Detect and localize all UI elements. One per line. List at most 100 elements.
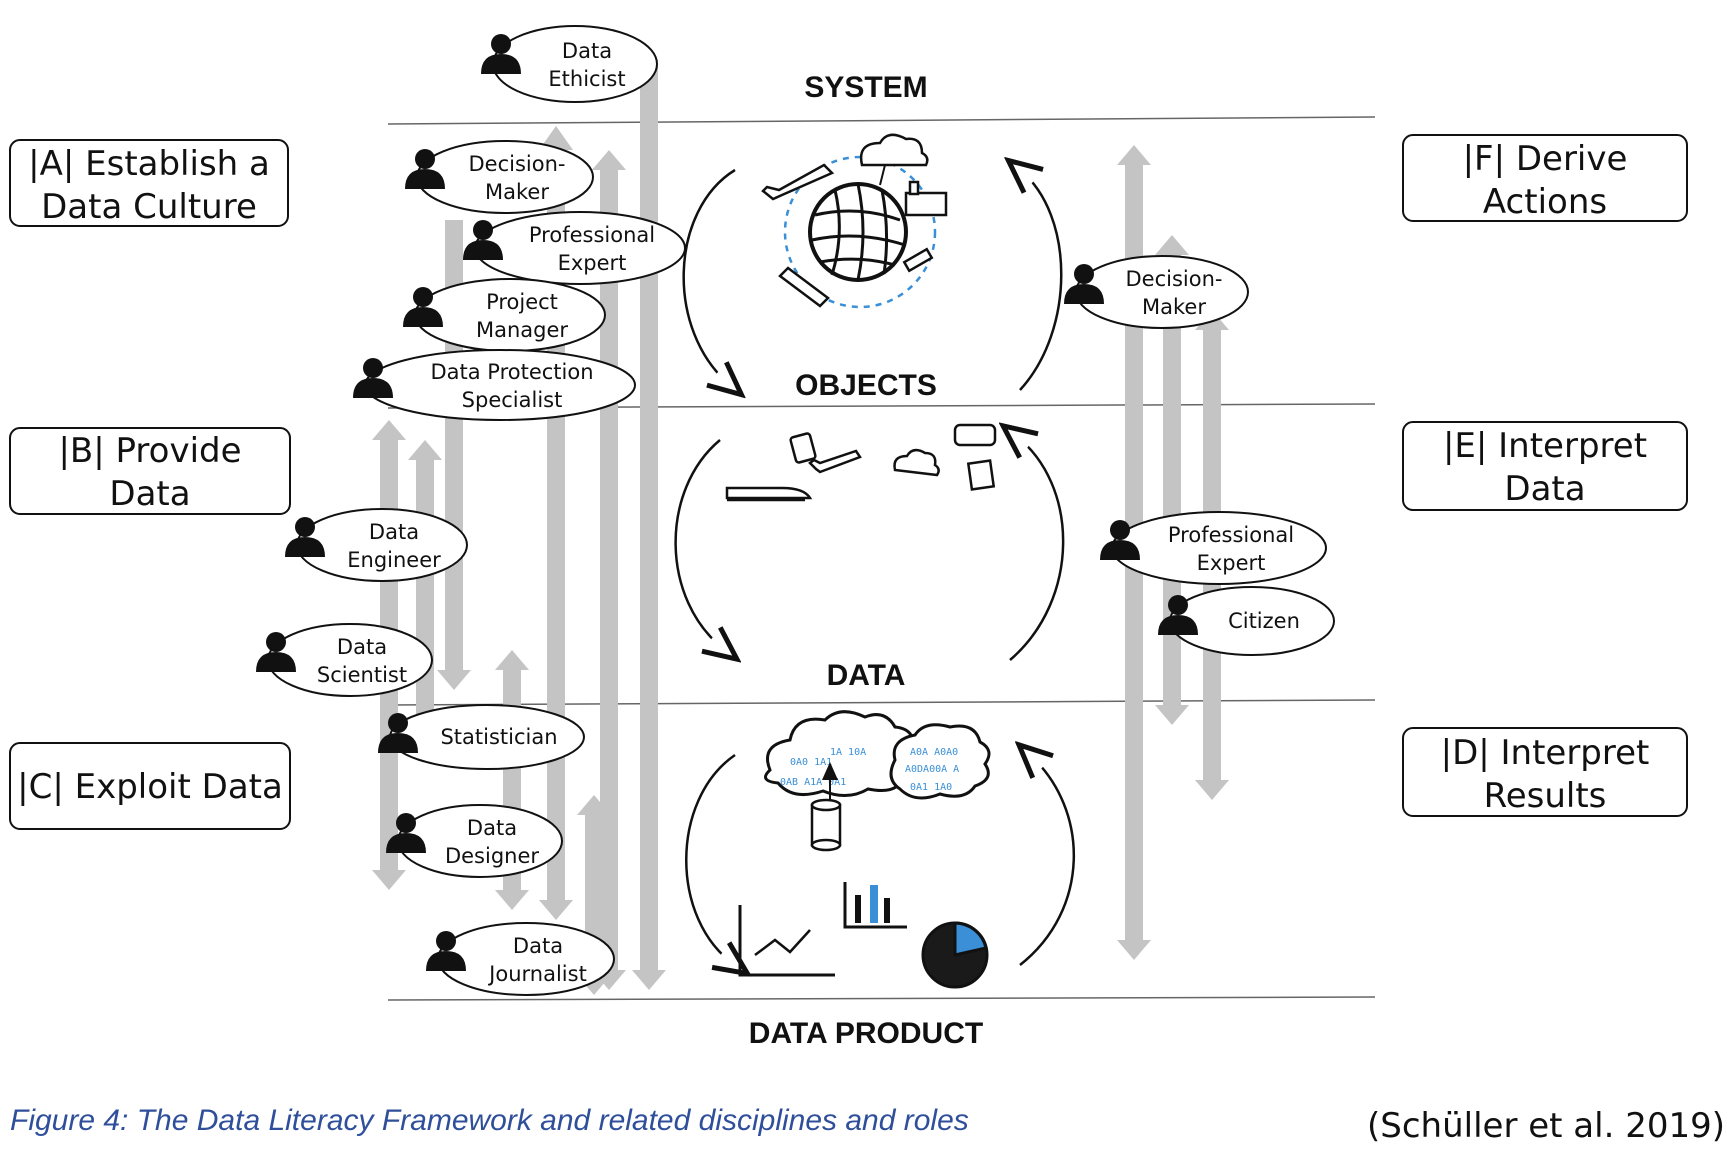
objects-icons [725, 423, 997, 502]
person-icon [285, 517, 325, 557]
role-statistician: Statistician [378, 704, 585, 770]
svg-text:|C| Exploit Data: |C| Exploit Data [17, 767, 283, 807]
competency-box-e: |E| Interpret Data [1402, 421, 1688, 511]
layer-title-data-product: DATA PRODUCT [749, 1017, 983, 1050]
role-label: Data [467, 816, 517, 840]
data-clouds-illustration: 0A0 1A1 0AB A1A 0A1 1A 10A A0A A0A0 A0DA… [764, 710, 991, 852]
role-label: Engineer [347, 548, 441, 572]
pie-chart-icon [921, 921, 989, 989]
svg-text:|D| Interpret: |D| Interpret [1441, 733, 1650, 773]
weather-icon [893, 448, 940, 477]
role-label: Data Protection [430, 360, 593, 384]
role-label: Scientist [317, 663, 407, 687]
person-icon [1064, 264, 1104, 304]
gray-arrow-10 [1155, 235, 1189, 725]
train-icon [725, 486, 813, 500]
role-label: Designer [445, 844, 539, 868]
svg-text:0A1 1A0: 0A1 1A0 [910, 782, 952, 793]
layer-title-data: DATA [827, 659, 906, 692]
svg-text:|B| Provide: |B| Provide [58, 431, 241, 471]
cloud-icon [859, 133, 929, 167]
person-icon [426, 931, 466, 971]
role-label: Professional [1168, 523, 1294, 547]
train-icon [778, 266, 830, 308]
card-icon [953, 423, 997, 447]
competency-box-b: |B| Provide Data [9, 427, 291, 515]
competency-box-f: |F| Derive Actions [1402, 134, 1688, 222]
charts-illustration [738, 882, 989, 989]
person-icon [403, 287, 443, 327]
role-label: Specialist [462, 388, 563, 412]
system-globe-illustration [761, 133, 948, 309]
role-label: Data [513, 934, 563, 958]
svg-text:A0A A0A0: A0A A0A0 [910, 747, 958, 758]
svg-text:A0DA00A A: A0DA00A A [905, 764, 959, 775]
role-label: Journalist [487, 962, 587, 986]
svg-text:0AB A1A 0A1: 0AB A1A 0A1 [780, 777, 846, 788]
database-icon [810, 798, 842, 852]
bar-chart-icon [843, 882, 907, 929]
role-label: Manager [476, 318, 568, 342]
svg-text:Results: Results [1484, 776, 1607, 816]
competency-box-d: |D| Interpret Results [1402, 727, 1688, 817]
role-decision-maker-right: Decision- Maker [1064, 255, 1249, 329]
gray-arrow-8 [632, 60, 666, 990]
person-icon [481, 34, 521, 74]
svg-text:Data Culture: Data Culture [41, 187, 257, 227]
competency-box-c: |C| Exploit Data [9, 742, 291, 830]
role-bubbles: DataEthicistDecision-MakerProfessionalEx… [256, 25, 1335, 996]
plane-icon [761, 163, 835, 201]
layer-title-objects: OBJECTS [795, 369, 937, 402]
plane-icon [808, 449, 862, 474]
line-chart-icon [738, 905, 835, 977]
svg-text:|F| Derive: |F| Derive [1463, 139, 1628, 179]
role-label: Data [562, 39, 612, 63]
cycle-arrows [674, 170, 1076, 965]
svg-text:Data: Data [109, 474, 190, 514]
layer-title-system: SYSTEM [804, 71, 927, 104]
role-label: Data [369, 520, 419, 544]
role-label: Ethicist [548, 67, 625, 91]
gray-arrow-2 [408, 440, 442, 740]
person-icon [256, 632, 296, 672]
figure-caption: Figure 4: The Data Literacy Framework an… [10, 1104, 969, 1137]
competency-box-a: |A| Establish a Data Culture [9, 139, 289, 227]
person-icon [386, 813, 426, 853]
svg-text:1A 10A: 1A 10A [830, 747, 866, 758]
person-icon [353, 358, 393, 398]
person-icon [405, 149, 445, 189]
role-label: Citizen [1228, 609, 1300, 633]
role-label: Decision- [1126, 267, 1223, 291]
role-label: Expert [558, 251, 627, 275]
role-label: Data [337, 635, 387, 659]
svg-text:|A| Establish a: |A| Establish a [28, 144, 270, 184]
figure-citation: (Schüller et al. 2019) [1367, 1106, 1725, 1146]
person-icon [1158, 595, 1198, 635]
satellite-icon [902, 247, 934, 273]
role-decision-maker-left: Decision- Maker [405, 140, 594, 214]
svg-text:Actions: Actions [1483, 182, 1607, 222]
role-label: Project [486, 290, 558, 314]
svg-text:|E| Interpret: |E| Interpret [1443, 426, 1647, 466]
person-icon [1100, 520, 1140, 560]
phone-icon [789, 432, 817, 464]
role-label: Professional [529, 223, 655, 247]
role-label: Statistician [440, 725, 557, 749]
atm-icon [966, 459, 996, 491]
svg-text:0A0 1A1: 0A0 1A1 [790, 757, 832, 768]
role-label: Decision- [469, 152, 566, 176]
role-label: Expert [1197, 551, 1266, 575]
role-label: Maker [485, 180, 549, 204]
factory-icon [904, 180, 948, 217]
role-label: Maker [1142, 295, 1206, 319]
